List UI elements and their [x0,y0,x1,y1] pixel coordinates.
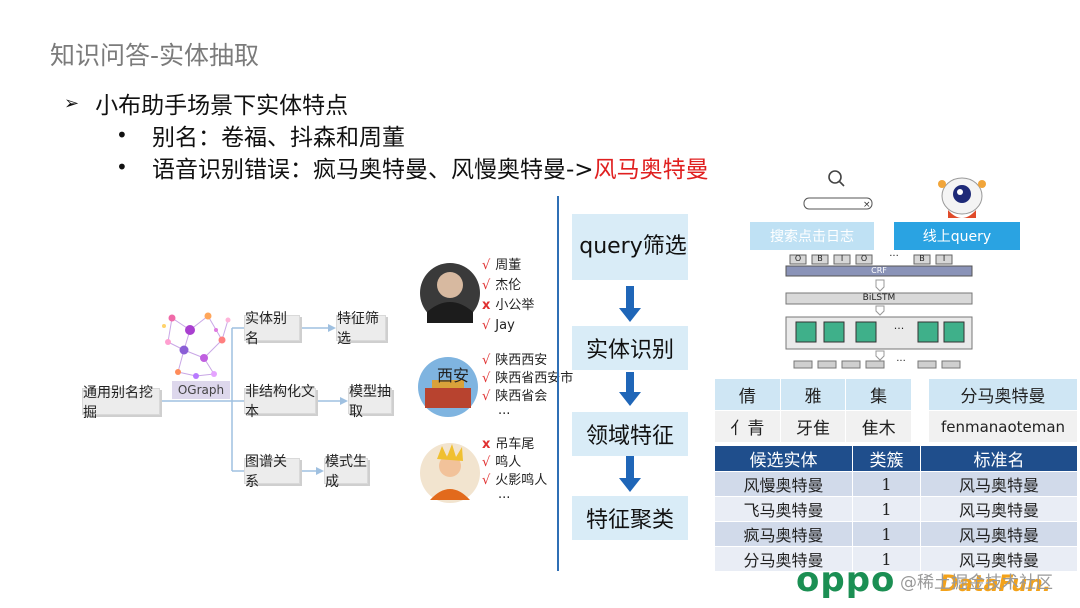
avatar-jay [420,263,480,323]
entity-table: 候选实体 类簇 标准名 风慢奥特曼 1 风马奥特曼 飞马奥特曼 1 风马奥特曼 … [714,445,1078,572]
avatar-xian: 西安 [418,357,478,417]
column-header: 标准名 [920,445,1078,472]
list-item: √杰伦 [482,278,522,293]
datafun-watermark: DataFun. [940,572,1052,597]
table-cell: 1 [852,521,921,547]
tag-label: I [840,254,844,263]
flow-arrows [619,286,641,492]
char-head-cell: 集 [845,378,912,411]
table-cell: 1 [852,496,921,522]
lstm-ellipsis: ··· [893,322,905,335]
root-box: 通用别名挖掘 [82,385,160,421]
svg-text:西安: 西安 [437,366,469,385]
list-item: ··· [498,407,511,422]
branch-result-text: 模型抽取 [348,384,392,420]
avatar-naruto [420,443,480,503]
oppo-logo: oppo [796,560,896,600]
online-query-label: 线上query [894,222,1020,250]
lstm-cells [795,321,965,343]
pinyin-table: 分马奥特曼 fenmanaoteman [928,378,1078,443]
model-diagram: × [785,170,986,369]
table-cell: 分马奥特曼 [714,546,853,572]
table-cell: 风马奥特曼 [920,496,1078,522]
branch-method-text: 非结构化文本 [244,384,316,420]
char-part-cell: 牙隹 [779,410,847,443]
char-split-table: 倩 雅 集 亻青 牙隹 隹木 [714,378,912,443]
arrow-bullet-icon: ➢ [64,92,80,114]
slide-title: 知识问答-实体抽取 [50,41,260,70]
char-head-cell: 倩 [714,378,781,411]
column-header: 候选实体 [714,445,853,472]
dot-bullet-icon: • [116,155,128,179]
search-log-label: 搜索点击日志 [750,222,874,250]
table-cell: 风马奥特曼 [920,521,1078,547]
bullet-asr-target: 风马奥特曼 [593,157,709,183]
list-item: √鸣人 [482,455,522,470]
list-item: √陕西省会 [482,389,548,404]
bullet-main: ➢ 小布助手场景下实体特点 [64,86,348,120]
robot-mascot-icon [938,177,986,218]
ograph-label: OGraph [172,381,230,399]
tag-label: B [919,254,925,263]
flow-step-domain: 领域特征 [572,412,688,456]
bullet-main-text: 小布助手场景下实体特点 [95,93,349,119]
flow-step-ner: 实体识别 [572,326,688,370]
bullet-asr: • 语音识别错误：疯马奥特曼、风慢奥特曼->风马奥特曼 [116,150,709,184]
tag-sequence [789,254,953,265]
table-row: 飞马奥特曼 1 风马奥特曼 [714,496,1078,522]
list-item: √火影鸣人 [482,473,548,488]
list-item: √陕西西安 [482,353,548,368]
branch-result-relation: 模式生成 [324,454,368,490]
bilstm-label: BiLSTM [862,293,896,303]
bullet-alias: • 别名：卷福、抖森和周董 [116,118,405,152]
table-cell: 飞马奥特曼 [714,496,853,522]
vertical-divider [557,196,559,571]
flow-step-query: query筛选 [572,214,688,280]
table-row: 疯马奥特曼 1 风马奥特曼 [714,521,1078,547]
tag-label: I [942,254,946,263]
tag-label: O [860,254,868,263]
branch-method-relation: 图谱关系 [244,454,300,490]
dot-bullet-icon: • [116,123,128,147]
table-cell: 1 [852,471,921,497]
table-cell: 风马奥特曼 [920,546,1078,572]
juejin-watermark: @稀土掘金技术社区 [900,573,1053,593]
table-cell: 1 [852,546,921,572]
table-row: 分马奥特曼 1 风马奥特曼 [714,546,1078,572]
table-cell: 风慢奥特曼 [714,471,853,497]
bullet-alias-text: 别名：卷福、抖森和周董 [152,125,405,151]
table-cell: 风马奥特曼 [920,471,1078,497]
char-head-cell: 雅 [779,378,847,411]
example-list-xian: √陕西西安 √陕西省西安市 √陕西省会 ··· [482,352,573,424]
tag-ellipsis: ··· [889,251,899,262]
crf-label: CRF [871,266,887,275]
tag-label: B [817,254,823,263]
search-icon [828,170,845,187]
svg-text:×: × [863,200,871,210]
table-cell: 疯马奥特曼 [714,521,853,547]
column-header: 类簇 [852,445,921,472]
pinyin-query-cell: 分马奥特曼 [928,378,1078,411]
bullet-asr-prefix: 语音识别错误：疯马奥特曼、风慢奥特曼-> [152,157,594,183]
flow-step-cluster: 特征聚类 [572,496,688,540]
embedding-ellipsis: ··· [896,356,906,367]
char-part-cell: 隹木 [845,410,912,443]
graph-network-icon [162,312,231,379]
list-item: √陕西省西安市 [482,371,574,386]
list-item: √Jay [482,318,515,333]
list-item: √周董 [482,258,522,273]
char-part-cell: 亻青 [714,410,781,443]
branch-method-alias: 实体别名 [244,311,300,347]
left-diagram-lines: 西安 [160,263,480,503]
embedding-inputs [793,360,961,369]
table-row: 风慢奥特曼 1 风马奥特曼 [714,471,1078,497]
tag-label: O [794,254,802,263]
pinyin-cell: fenmanaoteman [928,410,1078,443]
list-item: ··· [498,491,511,506]
branch-result-alias: 特征筛选 [336,311,386,347]
